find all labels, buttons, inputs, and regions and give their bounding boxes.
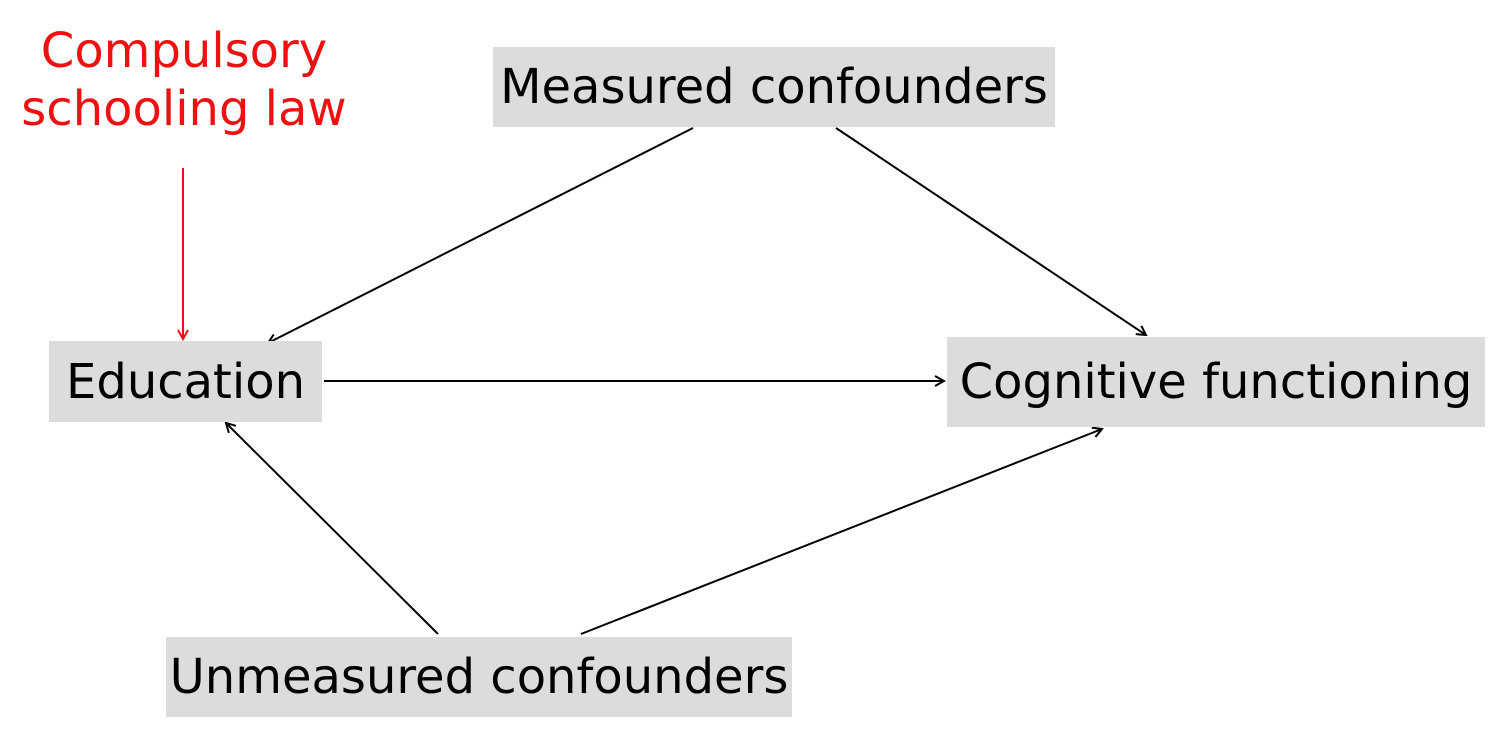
node-cognitive-functioning: Cognitive functioning	[947, 337, 1485, 427]
node-education-label: Education	[66, 353, 305, 410]
node-measured-confounders-label: Measured confounders	[500, 59, 1048, 115]
node-measured-confounders: Measured confounders	[493, 47, 1055, 127]
instrument-label: Compulsory schooling law	[14, 22, 354, 138]
node-unmeasured-confounders-label: Unmeasured confounders	[169, 649, 789, 705]
node-cognitive-functioning-label: Cognitive functioning	[959, 354, 1473, 410]
edge-measured-to-cognitive	[835, 127, 1146, 335]
node-education: Education	[49, 341, 322, 422]
instrument-line-1: Compulsory	[40, 23, 328, 79]
edge-unmeasured-to-education	[226, 423, 439, 635]
edge-unmeasured-to-cognitive	[580, 429, 1102, 635]
node-unmeasured-confounders: Unmeasured confounders	[166, 637, 792, 717]
edge-measured-to-education	[268, 127, 694, 343]
instrument-line-2: schooling law	[21, 81, 347, 137]
